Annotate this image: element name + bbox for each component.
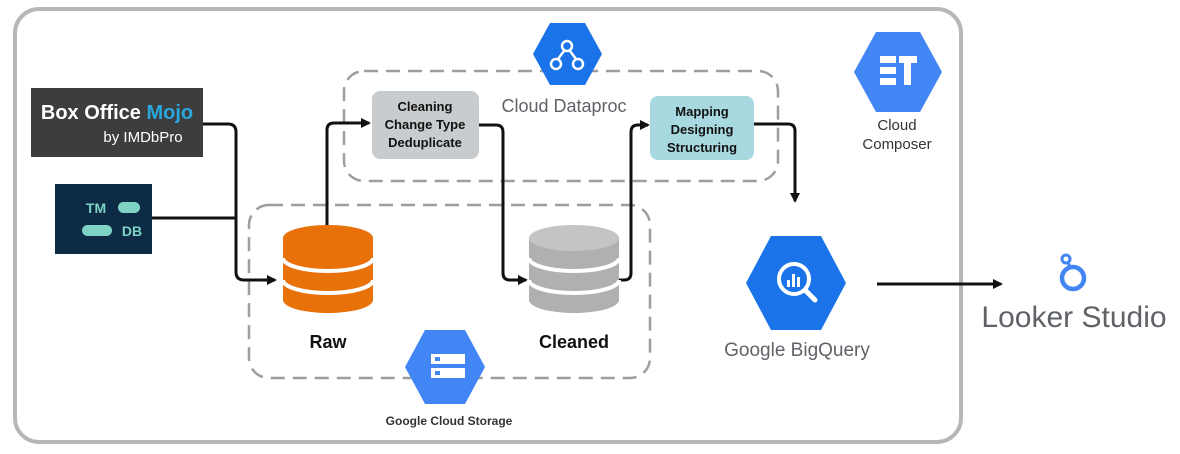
box-office-mojo-logo: Box Office Mojo by IMDbPro [31, 88, 203, 157]
looker-studio-icon [1059, 253, 1087, 292]
mapping-step-line1: Mapping [675, 104, 728, 119]
cleaning-step: Cleaning Change Type Deduplicate [372, 91, 479, 159]
cleaned-bucket-icon [527, 225, 621, 313]
dataproc-label-bg [498, 90, 628, 118]
dataproc-label: Cloud Dataproc [501, 96, 626, 116]
cleaned-label: Cleaned [539, 332, 609, 352]
storage-label: Google Cloud Storage [386, 414, 513, 428]
outer-frame [13, 7, 963, 444]
raw-bucket-icon [281, 225, 375, 313]
cleaning-step-line3: Deduplicate [388, 135, 462, 150]
cleaning-step-line2: Change Type [385, 117, 466, 132]
mapping-step: Mapping Designing Structuring [650, 96, 754, 160]
mojo-title-part2: Mojo [146, 102, 193, 124]
tmdb-bottom-text: DB [122, 223, 142, 239]
bigquery-label: Google BigQuery [724, 340, 870, 361]
mapping-step-line3: Structuring [667, 140, 737, 155]
composer-label-line2: Composer [862, 136, 931, 153]
tmdb-top-text: TM [86, 200, 106, 216]
cleaning-step-line1: Cleaning [398, 99, 453, 114]
tmdb-logo: TM DB [55, 184, 152, 254]
bigquery-icon [746, 236, 846, 330]
pipeline-connectors [325, 118, 1003, 289]
mojo-subtitle: by IMDbPro [103, 129, 182, 146]
mapping-step-line2: Designing [671, 122, 734, 137]
dataproc-icon [533, 23, 602, 85]
cloud-composer-icon [854, 32, 942, 112]
mojo-title-part1: Box Office [41, 102, 147, 124]
raw-label: Raw [309, 332, 347, 352]
cloud-storage-icon [405, 330, 485, 404]
composer-label-line1: Cloud [877, 117, 916, 134]
source-connectors [152, 122, 277, 285]
looker-studio-label: Looker Studio [981, 301, 1166, 334]
svg-text:Box Office Mojo: Box Office Mojo [41, 102, 193, 124]
